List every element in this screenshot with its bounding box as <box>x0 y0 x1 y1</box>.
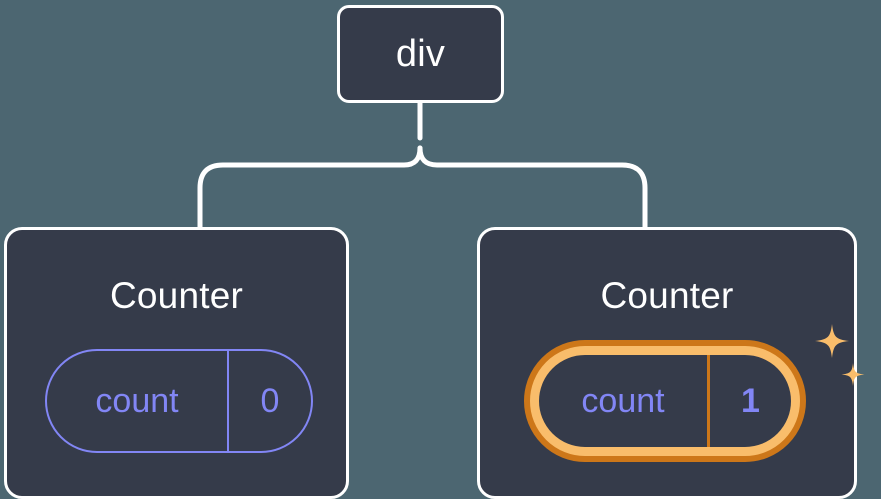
state-pill-inner-ring: count 1 <box>530 346 800 456</box>
state-value-label: 1 <box>741 382 760 420</box>
sparkles-icon <box>815 324 865 386</box>
state-value-label: 0 <box>260 382 280 420</box>
node-counter-left-title: Counter <box>109 275 244 316</box>
sparkle-large-icon <box>815 324 849 358</box>
sparkle-small-icon <box>841 363 865 386</box>
state-pill-count-left[interactable]: count 0 <box>45 349 313 453</box>
state-pill-count-right-highlighted[interactable]: count 1 <box>524 340 806 462</box>
node-counter-right-title: Counter <box>600 275 734 316</box>
connector-to-left-child <box>197 145 423 230</box>
state-key-label: count <box>539 355 710 447</box>
node-div[interactable]: div <box>337 5 504 103</box>
state-key-label: count <box>47 351 229 451</box>
connector-to-right-child <box>417 145 648 230</box>
node-div-label: div <box>395 33 446 75</box>
node-counter-left[interactable]: Counter count 0 <box>4 227 349 499</box>
node-counter-right[interactable]: Counter count 1 <box>477 227 865 499</box>
